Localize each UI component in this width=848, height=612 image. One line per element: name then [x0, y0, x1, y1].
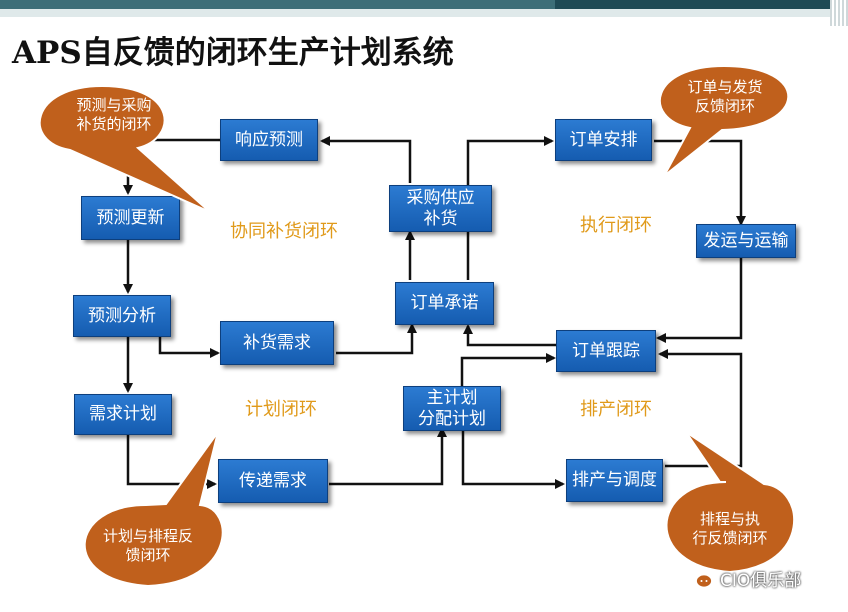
box-scheduling-dispatch: 排产与调度: [566, 459, 663, 502]
wechat-icon: [686, 568, 713, 588]
corner-decoration: [830, 0, 848, 26]
link-analysis-to-replenish: [158, 337, 220, 358]
loop-label-execute: 执行闭环: [580, 215, 652, 236]
link-transfer-to-master: [329, 427, 447, 486]
header-bar: [0, 0, 848, 9]
box-demand-plan: 需求计划: [74, 394, 172, 435]
bubble-order-delivery: [658, 64, 790, 177]
box-response-forecast: 响应预测: [220, 119, 318, 161]
loop-label-plan: 计划闭环: [245, 399, 317, 420]
bubble-text-plan-schedule: 计划与排程反 馈闭环: [102, 527, 193, 564]
link-tracking-to-promise: [463, 324, 556, 347]
page-title: APS自反馈的闭环生产计划系统: [12, 35, 454, 71]
bubble-text-forecast-purchase: 预测与采购 补货的闭环: [76, 96, 152, 133]
bubble-text-order-delivery: 订单与发货 反馈闭环: [687, 78, 763, 115]
link-replenish-to-promise: [336, 323, 417, 355]
loop-label-collab-replenish: 协同补货闭环: [230, 221, 338, 242]
box-order-schedule: 订单安排: [555, 119, 652, 161]
box-order-tracking: 订单跟踪: [556, 330, 656, 372]
header-stripe: [0, 9, 848, 17]
header-bar-accent: [555, 0, 848, 9]
link-master-to-tracking: [460, 353, 556, 386]
link-scheduling-to-tracking: [658, 349, 743, 468]
bubble-schedule-execute: [665, 431, 795, 574]
box-replenish-demand: 补货需求: [220, 321, 334, 365]
box-order-promise: 订单承诺: [395, 282, 494, 325]
bubble-forecast-purchase: [38, 84, 211, 213]
box-master-plan: 主计划 分配计划: [403, 386, 501, 431]
box-ship-transport: 发运与运输: [696, 224, 796, 258]
link-ship-to-tracking: [656, 258, 743, 343]
link-promise-to-schedule: [466, 136, 554, 280]
link-purchase-to-response: [320, 136, 412, 183]
watermark: CIO俱乐部: [686, 566, 801, 591]
link-master-to-scheduling: [461, 430, 565, 489]
box-forecast-analysis: 预测分析: [73, 295, 171, 337]
box-transfer-demand: 传递需求: [218, 459, 328, 503]
watermark-text: CIO俱乐部: [720, 571, 802, 591]
loop-label-production: 排产闭环: [580, 399, 652, 420]
bubble-plan-schedule: [83, 431, 224, 588]
bubble-text-schedule-execute: 排程与执 行反馈闭环: [692, 510, 768, 547]
box-forecast-update: 预测更新: [81, 196, 180, 240]
box-purchase-supply: 采购供应 补货: [389, 185, 492, 232]
